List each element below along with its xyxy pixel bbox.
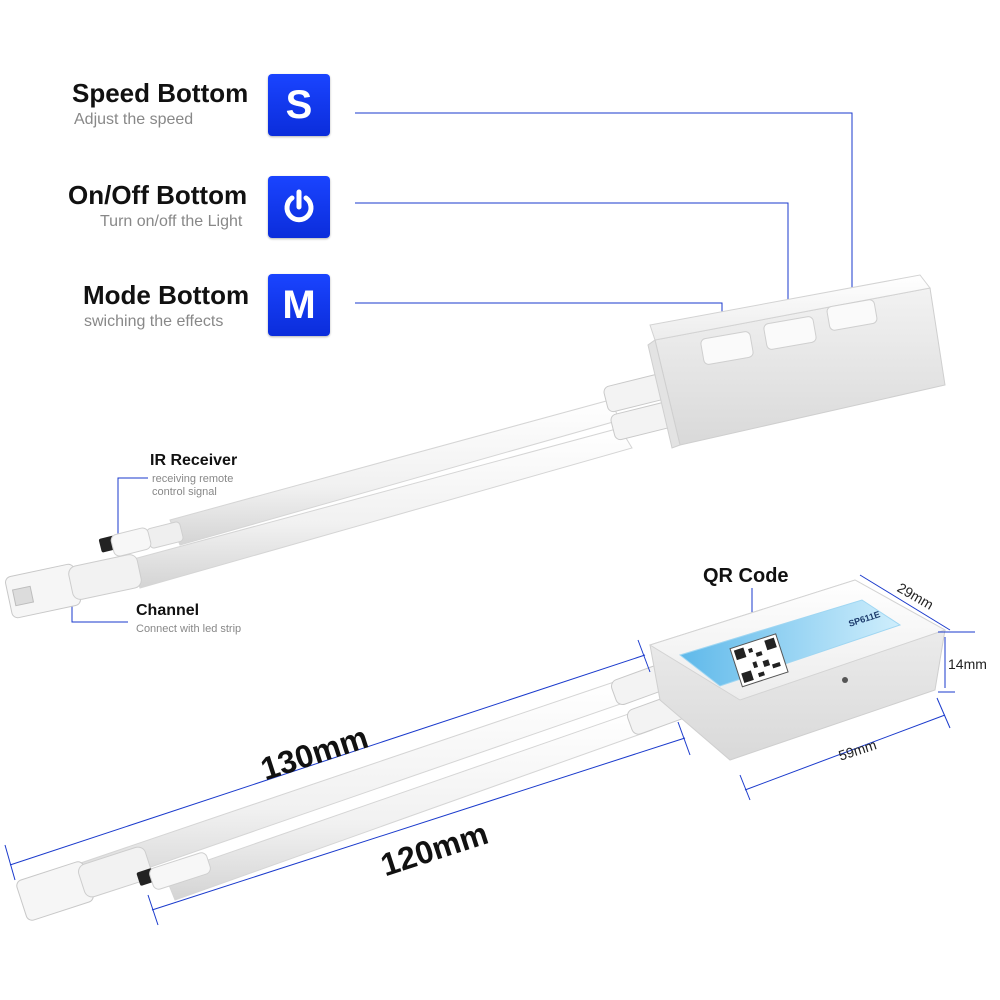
device-onoff-button [763,316,817,350]
top-cables [5,373,674,619]
dim-14mm: 14mm [948,656,987,672]
power-icon [284,189,314,223]
onoff-button [268,176,330,238]
bottom-cables [16,661,694,921]
device-speed-button [826,299,878,331]
speed-leader [355,112,853,312]
ir-subtitle-1: receiving remote [152,473,234,485]
mode-title: Mode Bottom [83,280,250,310]
onoff-subtitle: Turn on/off the Light [100,213,243,230]
ir-leader [117,477,148,535]
bottom-device-box [648,579,947,761]
channel-title: Channel [136,602,200,619]
top-device-box [647,274,946,449]
ir-receiver-head [146,521,184,549]
leader-lines [71,112,853,648]
ir-title: IR Receiver [150,452,238,469]
ir-subtitle-2: control signal [152,486,217,498]
speed-button: S [268,74,330,136]
channel-subtitle: Connect with led strip [136,623,242,635]
qr-code-graphic [729,633,789,688]
qr-title: QR Code [703,565,789,587]
speed-glyph: S [285,82,313,127]
speed-title: Speed Bottom [72,78,249,108]
onoff-title: On/Off Bottom [68,180,248,210]
mode-button: M [268,274,330,336]
mode-glyph: M [282,282,316,327]
mode-subtitle: swiching the effects [84,313,224,330]
onoff-leader [355,202,789,323]
dimension-lines [4,574,975,926]
speed-subtitle: Adjust the speed [74,111,194,128]
device-mode-button [700,331,754,365]
